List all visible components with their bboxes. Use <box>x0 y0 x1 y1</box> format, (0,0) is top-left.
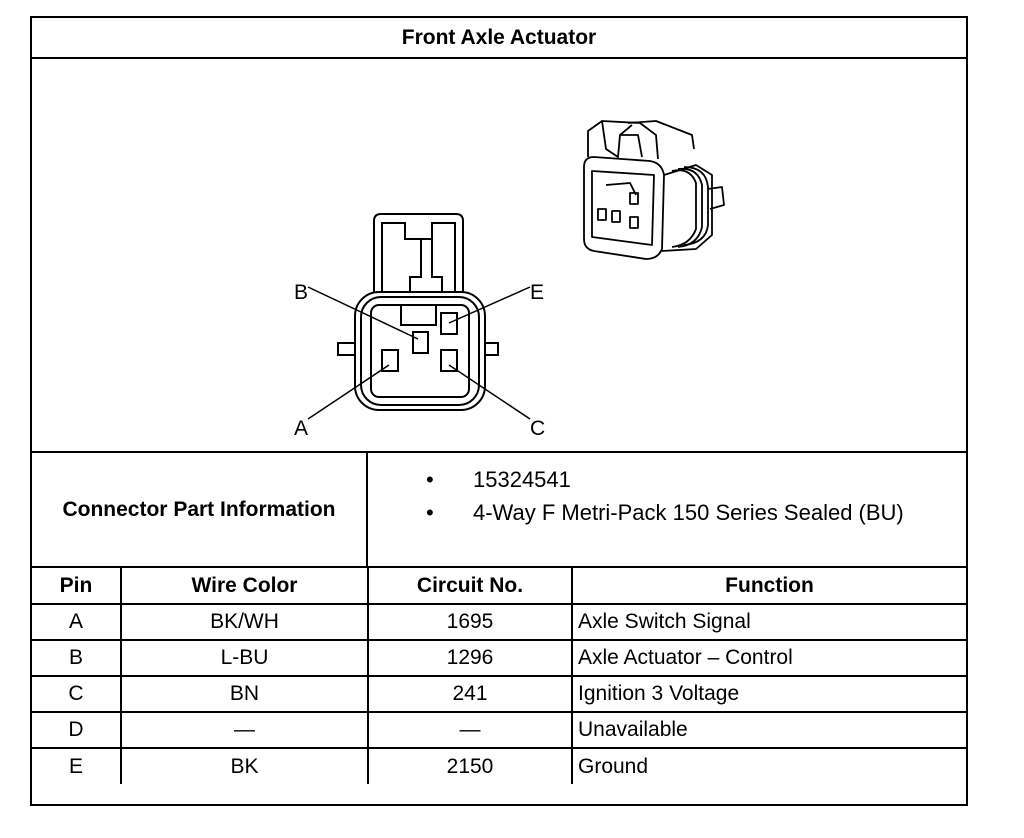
cell-circuit-no: 2150 <box>367 747 573 784</box>
table-row: E BK 2150 Ground <box>32 747 966 784</box>
cell-wire-color: BK <box>120 747 369 784</box>
pin-label-b: B <box>294 281 308 304</box>
table-row: A BK/WH 1695 Axle Switch Signal <box>32 603 966 641</box>
cell-pin: D <box>32 711 122 749</box>
connector-description: 4-Way F Metri-Pack 150 Series Sealed (BU… <box>473 500 904 525</box>
cell-function: Ignition 3 Voltage <box>571 675 966 713</box>
cavity-c <box>440 349 458 372</box>
cavity-a <box>381 349 399 372</box>
cavity-b <box>412 331 429 354</box>
table-row: B L-BU 1296 Axle Actuator – Control <box>32 639 966 677</box>
cavity-e <box>440 312 458 335</box>
connector-info-list: • 15324541 • 4-Way F Metri-Pack 150 Seri… <box>368 463 966 529</box>
cell-wire-color: BK/WH <box>120 603 369 641</box>
pin-label-e: E <box>530 281 544 304</box>
connector-face-drawing: B E A C <box>294 120 725 440</box>
cell-function: Axle Actuator – Control <box>571 639 966 677</box>
cell-function: Unavailable <box>571 711 966 749</box>
connector-diagram: B E A C <box>32 59 966 453</box>
part-number: 15324541 <box>473 467 571 492</box>
header-wire-color: Wire Color <box>120 568 369 605</box>
sheet-title: Front Axle Actuator <box>32 18 966 59</box>
connector-face-view <box>337 213 499 411</box>
list-item: • 4-Way F Metri-Pack 150 Series Sealed (… <box>368 496 966 529</box>
cell-circuit-no: 1296 <box>367 639 573 677</box>
table-row: C BN 241 Ignition 3 Voltage <box>32 675 966 713</box>
cell-wire-color: BN <box>120 675 369 713</box>
pin-label-a: A <box>294 417 308 440</box>
leader-lines <box>307 286 531 420</box>
cell-wire-color: — <box>120 711 369 749</box>
cell-circuit-no: — <box>367 711 573 749</box>
bullet-icon: • <box>426 467 434 492</box>
connector-isometric-view <box>583 120 725 260</box>
connector-sheet: Front Axle Actuator <box>30 16 968 806</box>
pinout-table: Pin Wire Color Circuit No. Function A BK… <box>32 568 966 784</box>
bullet-icon: • <box>426 500 434 525</box>
cell-function: Ground <box>571 747 966 784</box>
cell-circuit-no: 241 <box>367 675 573 713</box>
cell-pin: C <box>32 675 122 713</box>
cell-pin: E <box>32 747 122 784</box>
cell-function: Axle Switch Signal <box>571 603 966 641</box>
header-function: Function <box>571 568 966 605</box>
cell-wire-color: L-BU <box>120 639 369 677</box>
table-header-row: Pin Wire Color Circuit No. Function <box>32 568 966 605</box>
connector-info-row: Connector Part Information • 15324541 • … <box>32 453 966 568</box>
header-circuit-no: Circuit No. <box>367 568 573 605</box>
header-pin: Pin <box>32 568 122 605</box>
cell-circuit-no: 1695 <box>367 603 573 641</box>
cell-pin: A <box>32 603 122 641</box>
cell-pin: B <box>32 639 122 677</box>
list-item: • 15324541 <box>368 463 966 496</box>
pin-label-c: C <box>530 417 545 440</box>
table-row: D — — Unavailable <box>32 711 966 749</box>
connector-info-label: Connector Part Information <box>32 453 368 566</box>
